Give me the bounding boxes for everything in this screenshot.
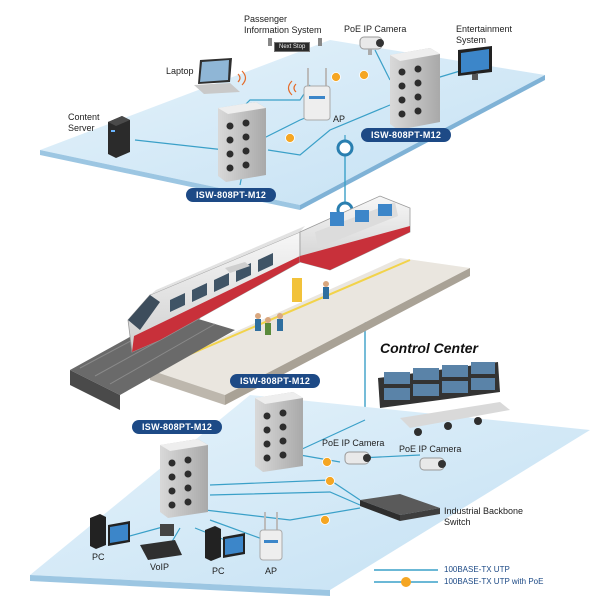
bottom-camera-left-icon xyxy=(344,451,371,465)
content-server-label-line2: Server xyxy=(68,123,95,133)
bottom-ap-icon xyxy=(259,512,283,561)
top-right-switch-badge: ISW-808PT-M12 xyxy=(361,128,452,142)
backbone-switch-label-line1: Industrial Backbone xyxy=(444,506,524,516)
voip-label: VoIP xyxy=(150,562,170,572)
pc-right-icon xyxy=(205,526,245,561)
top-camera-label: PoE IP Camera xyxy=(344,24,407,34)
top-left-switch-icon xyxy=(218,102,266,182)
pis-label-line1: Passenger xyxy=(244,14,288,24)
entertainment-label: Entertainment System xyxy=(456,24,512,46)
entertainment-monitor-icon xyxy=(458,46,492,80)
content-server-label-line1: Content xyxy=(68,112,100,122)
bottom-left-switch-badge: ISW-808PT-M12 xyxy=(132,420,223,434)
legend-utp-label: 100BASE-TX UTP xyxy=(444,565,510,574)
backbone-switch-label: Industrial Backbone Switch xyxy=(444,506,523,528)
top-ap-icon xyxy=(287,68,331,121)
pis-sign: Next Stop xyxy=(274,42,311,52)
bottom-camera-right-label: PoE IP Camera xyxy=(399,444,462,454)
top-ap-label: AP xyxy=(333,114,346,124)
top-camera-icon xyxy=(359,36,384,55)
bottom-left-switch-icon xyxy=(160,439,208,518)
control-room-icon xyxy=(378,362,510,436)
bottom-right-switch-badge: ISW-808PT-M12 xyxy=(230,374,321,388)
passengers xyxy=(255,278,329,335)
pc-right-label: PC xyxy=(212,566,225,576)
legend xyxy=(374,569,438,587)
entertainment-label-line2: System xyxy=(456,35,487,45)
legend-poe-label: 100BASE-TX UTP with PoE xyxy=(444,577,544,586)
pis-label: Passenger Information System xyxy=(244,14,322,36)
laptop-icon xyxy=(194,58,247,94)
content-server-icon xyxy=(108,116,130,158)
bottom-camera-left-label: PoE IP Camera xyxy=(322,438,385,448)
top-right-switch-icon xyxy=(390,48,440,130)
bottom-ap-label: AP xyxy=(265,566,278,576)
pis-label-line2: Information System xyxy=(244,25,322,35)
platform xyxy=(150,258,470,405)
backbone-switch-icon xyxy=(360,494,440,521)
bottom-right-switch-icon xyxy=(255,392,303,472)
voip-phone-icon xyxy=(140,524,182,560)
legend-poe-marker xyxy=(401,577,411,587)
top-poe-markers xyxy=(285,70,369,143)
pc-left-icon xyxy=(90,514,130,549)
passenger-info-sign-icon xyxy=(268,38,322,46)
bottom-poe-markers xyxy=(320,457,335,525)
pc-left-label: PC xyxy=(92,552,105,562)
control-center-title: Control Center xyxy=(380,340,478,356)
content-server-label: Content Server xyxy=(68,112,100,134)
top-left-switch-badge: ISW-808PT-M12 xyxy=(186,188,277,202)
entertainment-label-line1: Entertainment xyxy=(456,24,513,34)
laptop-label: Laptop xyxy=(166,66,194,76)
train xyxy=(127,195,411,353)
bottom-camera-right-icon xyxy=(419,457,446,471)
backbone-switch-label-line2: Switch xyxy=(444,517,471,527)
